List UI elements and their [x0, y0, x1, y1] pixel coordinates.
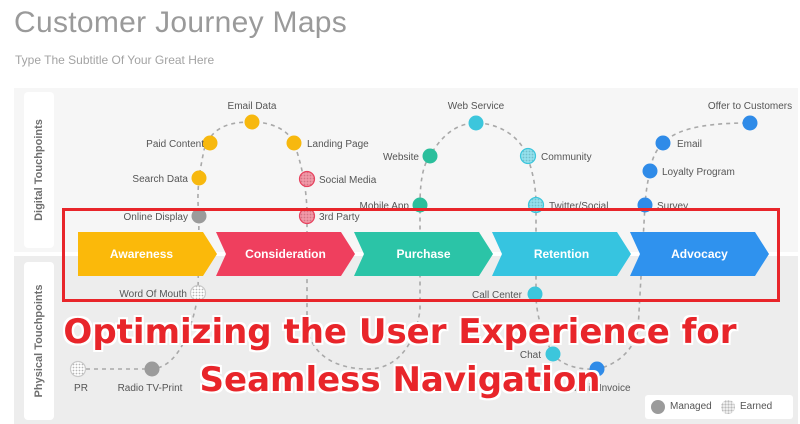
touchpoint-social-media: Social Media: [298, 170, 377, 188]
overlay-headline-line1: Optimizing the User Experience for: [63, 312, 737, 352]
touchpoint-label: Word Of Mouth: [119, 289, 187, 300]
touchpoint-label: Website: [383, 152, 419, 163]
touchpoint-label: Web Service: [448, 101, 505, 112]
touchpoint-online-display: Online Display: [124, 208, 207, 224]
touchpoint-label: Twitter/Social: [549, 201, 608, 212]
touchpoint-dot: [69, 360, 87, 378]
digital-touchpoints-label: Digital Touchpoints: [24, 92, 54, 248]
touchpoint-dot: [202, 135, 218, 151]
highlight-frame: [62, 208, 780, 302]
legend-managed-label: Managed: [670, 401, 712, 412]
page-subtitle: Type The Subtitle Of Your Great Here: [15, 53, 215, 67]
touchpoint-dot: [527, 286, 543, 302]
touchpoint-dot: [422, 148, 438, 164]
stage-arrow-shape: [492, 232, 631, 276]
touchpoint-community: Community: [519, 147, 592, 165]
touchpoint-label: Survey: [657, 201, 688, 212]
touchpoint-label: PR: [74, 383, 88, 394]
touchpoint-label: Email Data: [228, 101, 277, 112]
touchpoint-dot-tint: [299, 171, 315, 187]
touchpoint-search-data: Search Data: [132, 170, 207, 186]
touchpoint-dot: [191, 208, 207, 224]
stage-label: Awareness: [110, 247, 173, 261]
touchpoint-label: Call Center: [472, 290, 523, 301]
touchpoint-dot: [191, 170, 207, 186]
physical-touchpoints-label: Physical Touchpoints: [24, 262, 54, 420]
touchpoint-website: Website: [383, 148, 438, 164]
touchpoint-dot-tint: [520, 148, 536, 164]
stage-retention: Retention: [492, 232, 631, 276]
touchpoint-3rd-party: 3rd Party: [298, 207, 360, 225]
stage-purchase: Purchase: [354, 232, 493, 276]
touchpoint-label: Offer in Invoice: [563, 383, 631, 394]
stage-label: Advocacy: [671, 247, 728, 261]
touchpoint-pr: PR: [69, 360, 88, 394]
touchpoint-paid-content: Paid Content: [146, 135, 218, 151]
touchpoint-label: Search Data: [132, 174, 188, 185]
touchpoint-landing-page: Landing Page: [286, 135, 369, 151]
stage-label: Retention: [534, 247, 589, 261]
touchpoint-radio-tv-print: Radio TV-Print: [118, 361, 183, 394]
touchpoint-dot-tint: [299, 208, 315, 224]
touchpoint-label: Online Display: [124, 212, 188, 223]
digital-band: [14, 88, 798, 252]
stage-advocacy: Advocacy: [630, 232, 769, 276]
legend-managed-swatch: [651, 400, 665, 414]
touchpoint-loyalty-program: Loyalty Program: [642, 163, 735, 179]
touchpoint-label: Social Media: [319, 175, 377, 186]
touchpoint-label: Radio TV-Print: [118, 383, 183, 394]
stage-awareness: Awareness: [78, 232, 217, 276]
touchpoint-dot: [742, 115, 758, 131]
touchpoint-label: Paid Content: [146, 139, 204, 150]
touchpoint-label: Landing Page: [307, 139, 369, 150]
touchpoint-dot: [468, 115, 484, 131]
touchpoint-dot: [642, 163, 658, 179]
touchpoint-label: Loyalty Program: [662, 167, 735, 178]
stage-label: Purchase: [396, 247, 450, 261]
legend-earned-swatch: [721, 400, 735, 414]
touchpoint-label: Mobile App: [360, 201, 410, 212]
touchpoint-dot: [144, 361, 160, 377]
touchpoint-label: 3rd Party: [319, 212, 360, 223]
legend-earned-label: Earned: [740, 401, 773, 412]
stage-arrow-shape: [216, 232, 355, 276]
touchpoint-label: Email: [677, 139, 702, 150]
stage-consideration: Consideration: [216, 232, 355, 276]
touchpoint-call-center: Call Center: [472, 286, 543, 302]
touchpoint-dot: [545, 346, 561, 362]
stage-arrow-shape: [630, 232, 769, 276]
stage-arrow-shape: [78, 232, 217, 276]
touchpoint-dot: [589, 361, 605, 377]
touchpoint-web-service: Web Service: [448, 101, 505, 131]
touchpoint-dot: [286, 135, 302, 151]
touchpoint-chat: Chat: [520, 346, 561, 362]
touchpoint-email: Email: [655, 135, 702, 151]
touchpoint-label: Offer to Customers: [708, 101, 792, 112]
legend: Managed Earned: [645, 395, 793, 419]
touchpoint-offer-in-invoice: Offer in Invoice: [563, 361, 631, 394]
touchpoint-dot: [655, 135, 671, 151]
touchpoint-label: Community: [541, 152, 592, 163]
page-title: Customer Journey Maps: [14, 6, 348, 39]
stage-arrows: Awareness Consideration Purchase Retention A…: [78, 232, 769, 276]
touchpoint-dot: [244, 114, 260, 130]
stage-arrow-shape: [354, 232, 493, 276]
touchpoint-offer-to-customers: Offer to Customers: [708, 101, 792, 131]
touchpoint-label: Chat: [520, 350, 541, 361]
stage-label: Consideration: [245, 247, 326, 261]
overlay-headline-line2: Seamless Navigation: [199, 360, 601, 400]
touchpoint-email-data: Email Data: [228, 101, 277, 130]
